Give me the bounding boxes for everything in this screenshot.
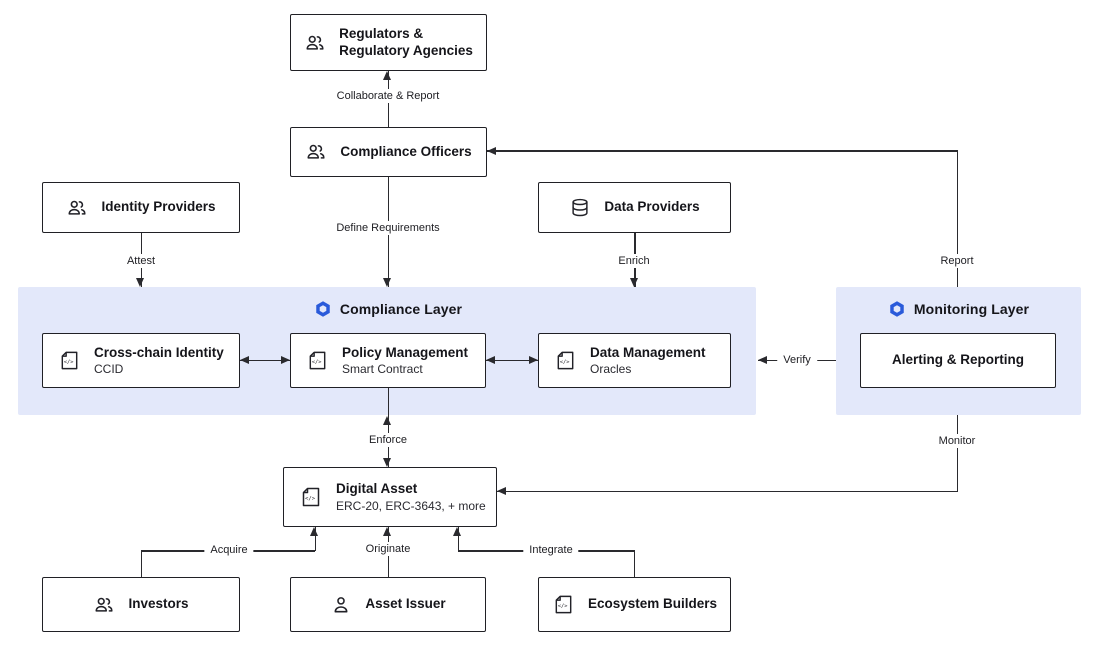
compliance-officers-node: Compliance Officers xyxy=(290,127,487,177)
node-subtitle: ERC-20, ERC-3643, + more xyxy=(336,498,486,513)
connector-report-horizontal xyxy=(487,150,957,152)
node-title: Data Management xyxy=(590,344,706,360)
edge-label-enforce: Enforce xyxy=(363,433,413,447)
cross-chain-identity-node: </> Cross-chain Identity CCID xyxy=(42,333,240,388)
node-subtitle: Oracles xyxy=(590,362,632,377)
code-doc-icon: </> xyxy=(299,485,323,509)
person-icon xyxy=(330,594,352,616)
svg-text:</>: </> xyxy=(558,603,568,609)
edge-label-integrate: Integrate xyxy=(523,543,579,557)
svg-text:</>: </> xyxy=(312,359,322,365)
layer-title-label: Monitoring Layer xyxy=(913,301,1030,317)
arrowhead-down xyxy=(136,278,144,287)
node-title: Compliance Officers xyxy=(340,143,472,159)
node-title: Data Providers xyxy=(604,199,700,215)
arrowhead-left xyxy=(240,356,249,364)
edge-label-attest: Attest xyxy=(120,254,162,268)
connector-policy-datamgmt xyxy=(486,359,538,361)
people-icon xyxy=(66,197,88,219)
connector-integrate-riser xyxy=(633,550,635,577)
connector-monitor-horizontal xyxy=(497,490,958,492)
edge-label-verify: Verify xyxy=(777,353,817,367)
connector-integrate-vertical xyxy=(457,527,459,551)
arrowhead-right xyxy=(281,356,290,364)
edge-label-collaborate-report: Collaborate & Report xyxy=(330,89,446,103)
edge-label-define-requirements: Define Requirements xyxy=(330,221,446,235)
monitoring-layer-title: Monitoring Layer xyxy=(838,300,1079,318)
edge-label-monitor: Monitor xyxy=(932,434,982,448)
data-providers-node: Data Providers xyxy=(538,182,731,233)
layer-title-label: Compliance Layer xyxy=(339,301,463,317)
arrowhead-down xyxy=(383,278,391,287)
svg-text:</>: </> xyxy=(560,359,570,365)
ecosystem-builders-node: </> Ecosystem Builders xyxy=(538,577,731,632)
edge-label-enrich: Enrich xyxy=(612,254,656,268)
node-title: Regulatory Agencies xyxy=(339,42,473,58)
compliance-layer-title: Compliance Layer xyxy=(248,300,528,318)
node-title: Identity Providers xyxy=(101,199,216,215)
edge-label-acquire: Acquire xyxy=(204,543,254,557)
node-subtitle: Smart Contract xyxy=(342,362,423,377)
arrowhead-left xyxy=(487,146,496,155)
code-doc-icon: </> xyxy=(554,349,577,372)
arrowhead-left xyxy=(486,356,495,364)
node-title: Policy Management xyxy=(342,344,469,360)
investors-node: Investors xyxy=(42,577,240,632)
arrowhead-up xyxy=(383,416,391,425)
data-management-node: </> Data Management Oracles xyxy=(538,333,731,388)
arrowhead-down xyxy=(383,458,391,467)
identity-providers-node: Identity Providers xyxy=(42,182,240,233)
edge-label-report: Report xyxy=(934,254,980,268)
node-title: Alerting & Reporting xyxy=(892,352,1024,368)
code-doc-icon: </> xyxy=(552,593,575,616)
arrowhead-down xyxy=(629,278,638,287)
connector-acquire-riser xyxy=(140,550,142,577)
digital-asset-node: </> Digital Asset ERC-20, ERC-3643, + mo… xyxy=(283,467,497,527)
edge-label-originate: Originate xyxy=(359,542,417,556)
regulators-node: Regulators & Regulatory Agencies xyxy=(290,14,487,71)
code-doc-icon: </> xyxy=(58,349,81,372)
svg-text:</>: </> xyxy=(305,496,316,502)
node-title: Digital Asset xyxy=(336,481,418,497)
node-title: Cross-chain Identity xyxy=(94,344,224,360)
connector-enforce xyxy=(387,388,389,467)
chainlink-hexagon-icon xyxy=(888,300,906,318)
people-icon xyxy=(305,141,327,163)
arrowhead-up xyxy=(383,527,391,536)
node-title: Ecosystem Builders xyxy=(587,596,718,612)
policy-management-node: </> Policy Management Smart Contract xyxy=(290,333,486,388)
people-icon xyxy=(304,32,326,54)
node-title: Investors xyxy=(128,596,189,612)
arrowhead-right xyxy=(529,356,538,364)
arrowhead-up xyxy=(383,71,391,80)
alerting-reporting-node: Alerting & Reporting xyxy=(860,333,1056,388)
connector-acquire-vertical xyxy=(314,527,316,551)
connector-ccid-policy xyxy=(240,359,290,361)
node-subtitle: CCID xyxy=(94,362,124,377)
database-icon xyxy=(569,197,591,219)
node-title: Regulators & xyxy=(339,25,424,41)
code-doc-icon: </> xyxy=(306,349,329,372)
arrowhead-left xyxy=(497,487,506,495)
connector-report-vertical xyxy=(956,150,958,287)
arrowhead-up xyxy=(453,527,461,536)
connector-monitor-vertical xyxy=(956,415,958,492)
asset-issuer-node: Asset Issuer xyxy=(290,577,486,632)
chainlink-hexagon-icon xyxy=(314,300,332,318)
arrowhead-left xyxy=(758,356,767,364)
svg-text:</>: </> xyxy=(64,359,74,365)
node-title: Asset Issuer xyxy=(365,596,446,612)
people-icon xyxy=(93,594,115,616)
arrowhead-up xyxy=(310,527,318,536)
